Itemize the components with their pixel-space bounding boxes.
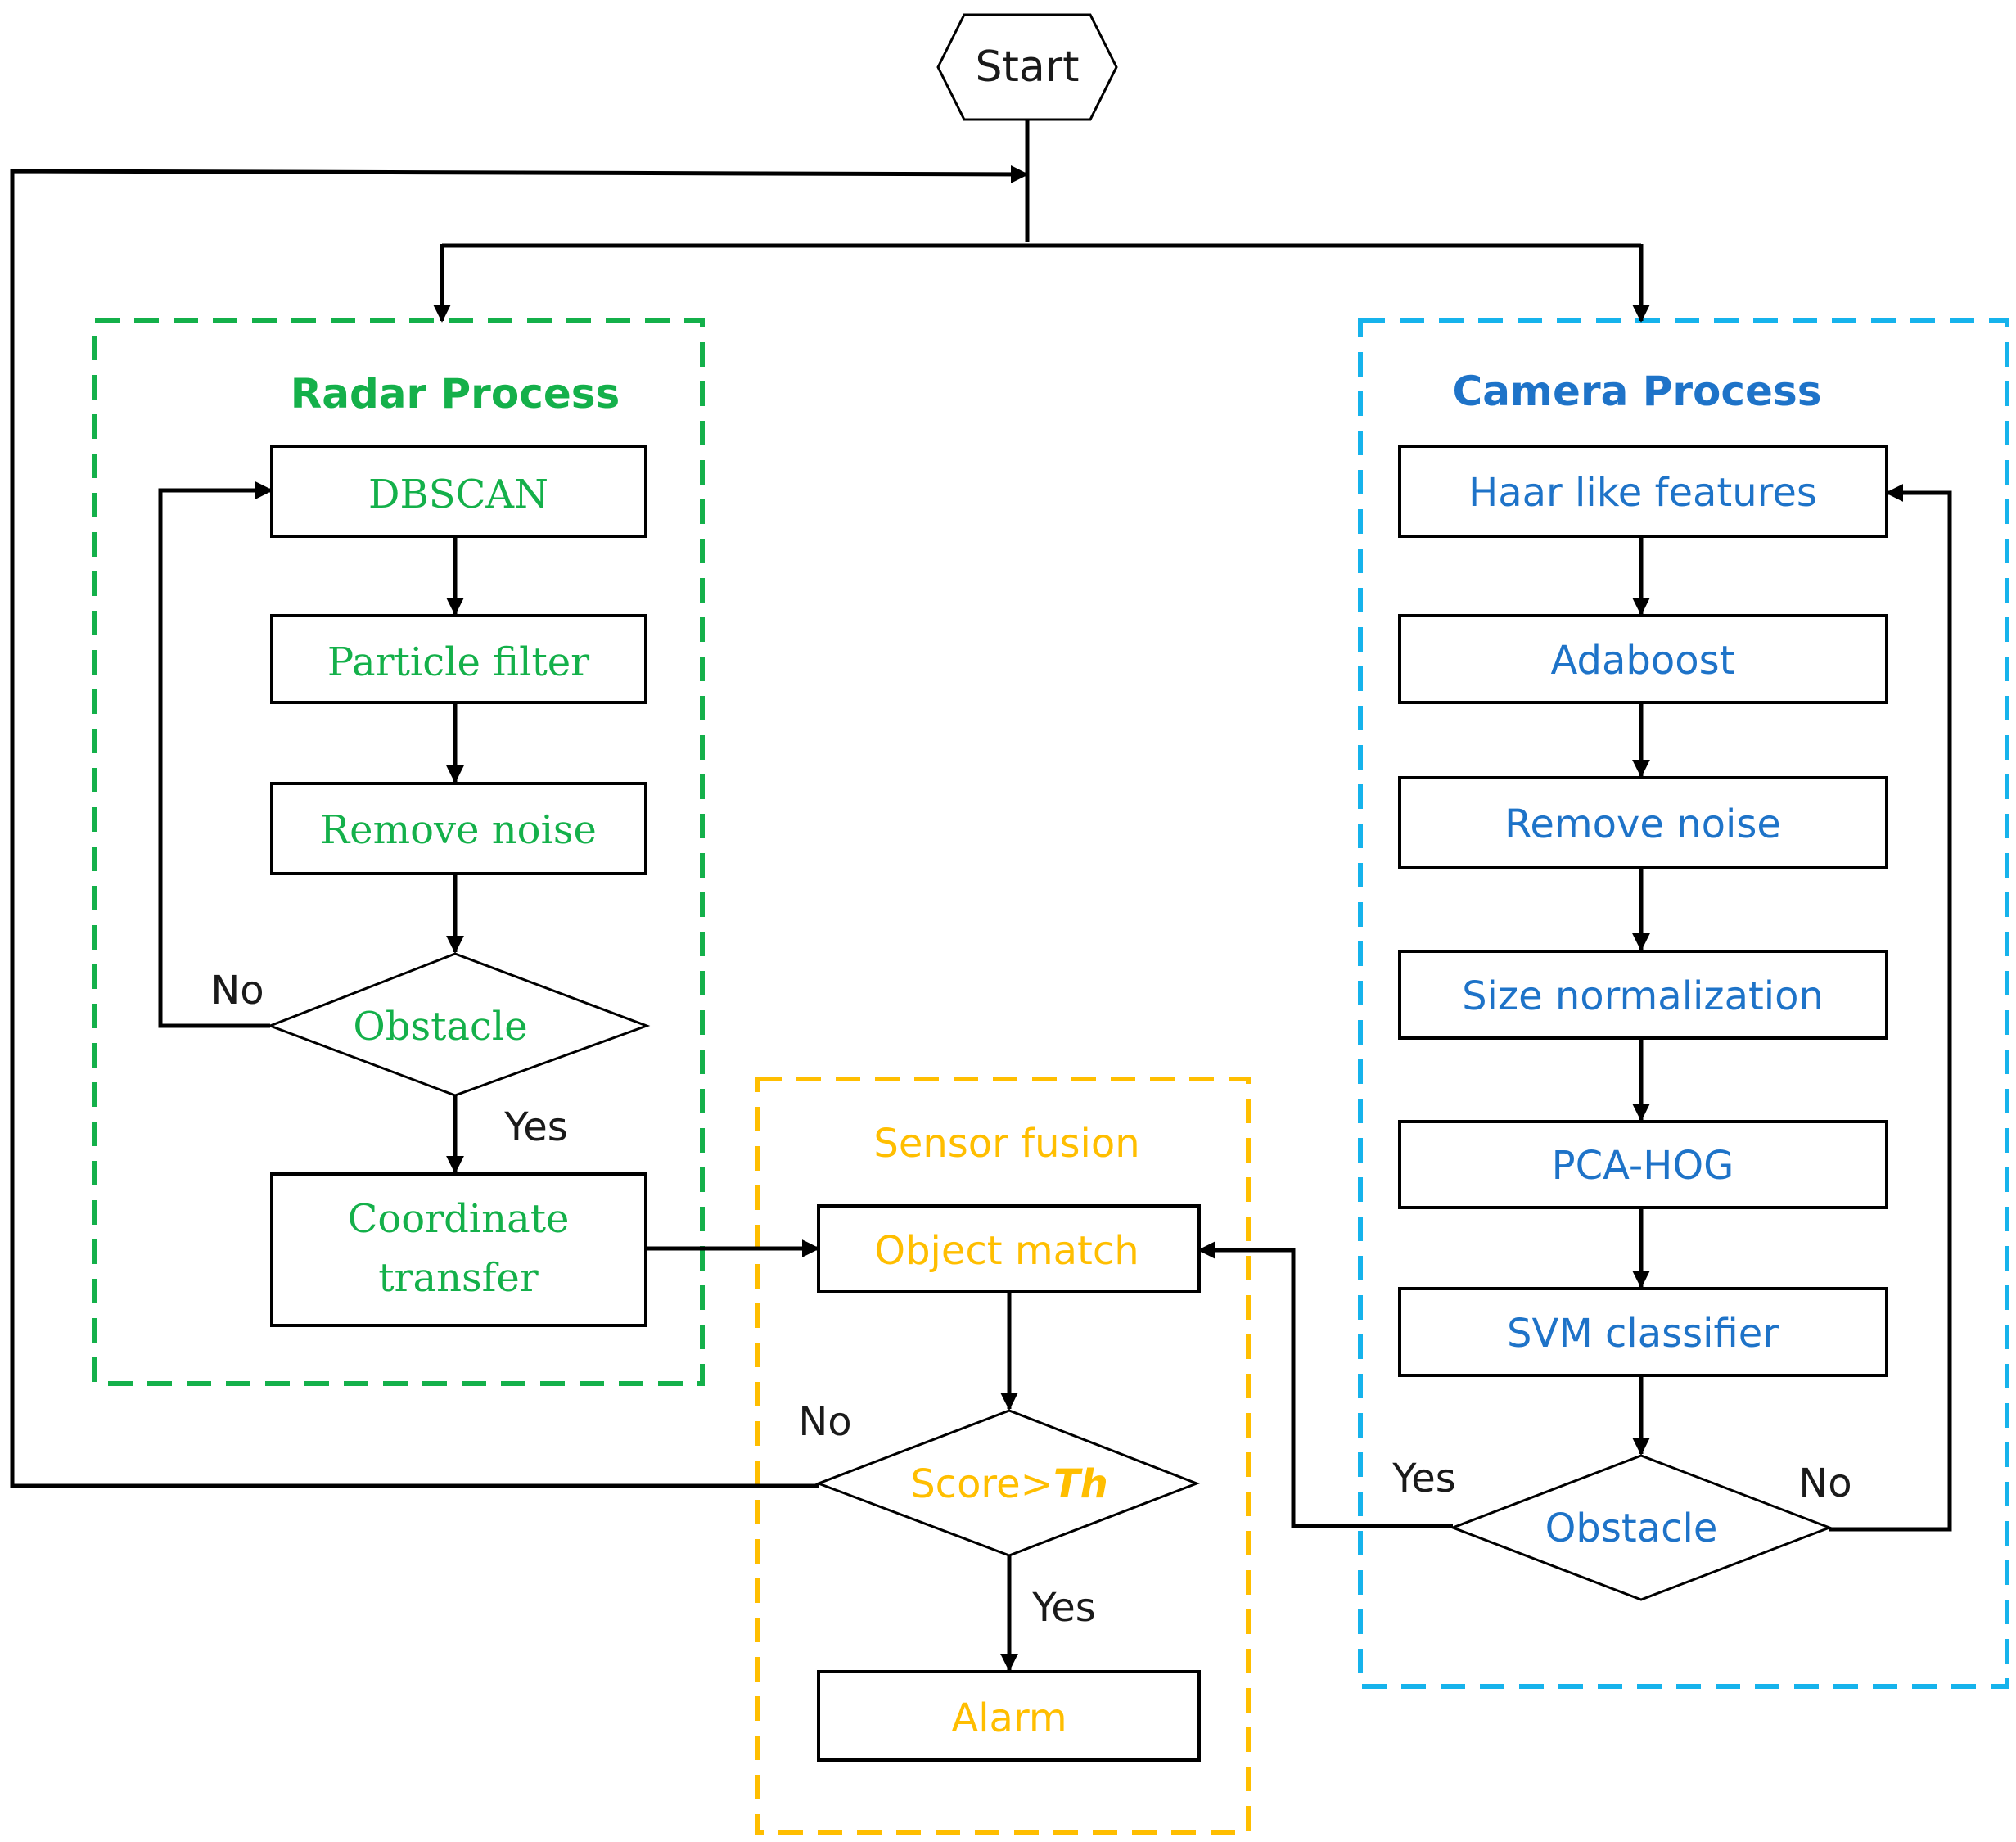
- score-decision: [814, 1409, 1201, 1557]
- camera-remove-noise-label: Remove noise: [1504, 801, 1781, 847]
- sensor-fusion-title: Sensor fusion: [873, 1121, 1139, 1167]
- radar-yes-label: Yes: [503, 1104, 567, 1150]
- radar-process-title: Radar Process: [291, 370, 620, 418]
- pca-hog-box: [1398, 1120, 1888, 1209]
- particle-filter-label: Particle filter: [327, 639, 589, 685]
- haar-box: [1398, 445, 1888, 538]
- fusion-yes-label: Yes: [1031, 1585, 1095, 1631]
- radar-remove-noise-box: [270, 782, 647, 875]
- svm-classifier-box: [1398, 1287, 1888, 1377]
- coordinate-transfer-line2: transfer: [378, 1255, 539, 1301]
- connector-score-no-loop: [10, 165, 1029, 1488]
- camera-no-label: No: [1798, 1461, 1851, 1506]
- sensor-fusion-group: [755, 1077, 1251, 1835]
- start-node: [936, 13, 1118, 121]
- start-label: Start: [975, 43, 1079, 92]
- camera-obstacle-decision: [1449, 1454, 1833, 1601]
- coordinate-transfer-line1: Coordinate: [348, 1196, 570, 1242]
- coordinate-transfer-box: [270, 1172, 647, 1327]
- radar-remove-noise-label: Remove noise: [320, 807, 597, 853]
- connector-camera-no-loop: [1829, 484, 1952, 1532]
- object-match-label: Object match: [874, 1228, 1139, 1274]
- camera-process-title: Camera Process: [1453, 368, 1822, 415]
- radar-obstacle-label: Obstacle: [353, 1004, 527, 1050]
- connectors: [10, 120, 1952, 1672]
- adaboost-box: [1398, 614, 1888, 704]
- particle-filter-box: [270, 614, 647, 704]
- score-threshold: Th: [1053, 1461, 1108, 1507]
- dbscan-label: DBSCAN: [368, 472, 548, 517]
- connector-radar-no-loop: [158, 481, 273, 1028]
- alarm-box: [817, 1670, 1201, 1762]
- adaboost-label: Adaboost: [1551, 638, 1735, 684]
- camera-obstacle-label: Obstacle: [1545, 1506, 1718, 1551]
- radar-obstacle-decision: [266, 952, 651, 1097]
- fusion-no-label: No: [798, 1399, 851, 1445]
- size-normalization-label: Size normalization: [1462, 973, 1824, 1019]
- camera-process-group: [1358, 318, 2009, 1689]
- size-normalization-box: [1398, 950, 1888, 1040]
- haar-label: Haar like features: [1468, 470, 1817, 516]
- camera-remove-noise-box: [1398, 776, 1888, 869]
- object-match-box: [817, 1204, 1201, 1293]
- score-prefix: Score>: [910, 1461, 1053, 1507]
- radar-process-group: [92, 318, 705, 1386]
- svm-classifier-label: SVM classifier: [1507, 1311, 1779, 1357]
- pca-hog-label: PCA-HOG: [1552, 1143, 1734, 1189]
- camera-yes-label: Yes: [1391, 1456, 1455, 1501]
- connector-camera-yes-match: [1197, 1241, 1453, 1528]
- alarm-label: Alarm: [951, 1695, 1067, 1741]
- score-label: Score>Th: [910, 1461, 1108, 1507]
- dbscan-box: [270, 445, 647, 538]
- radar-no-label: No: [210, 968, 264, 1014]
